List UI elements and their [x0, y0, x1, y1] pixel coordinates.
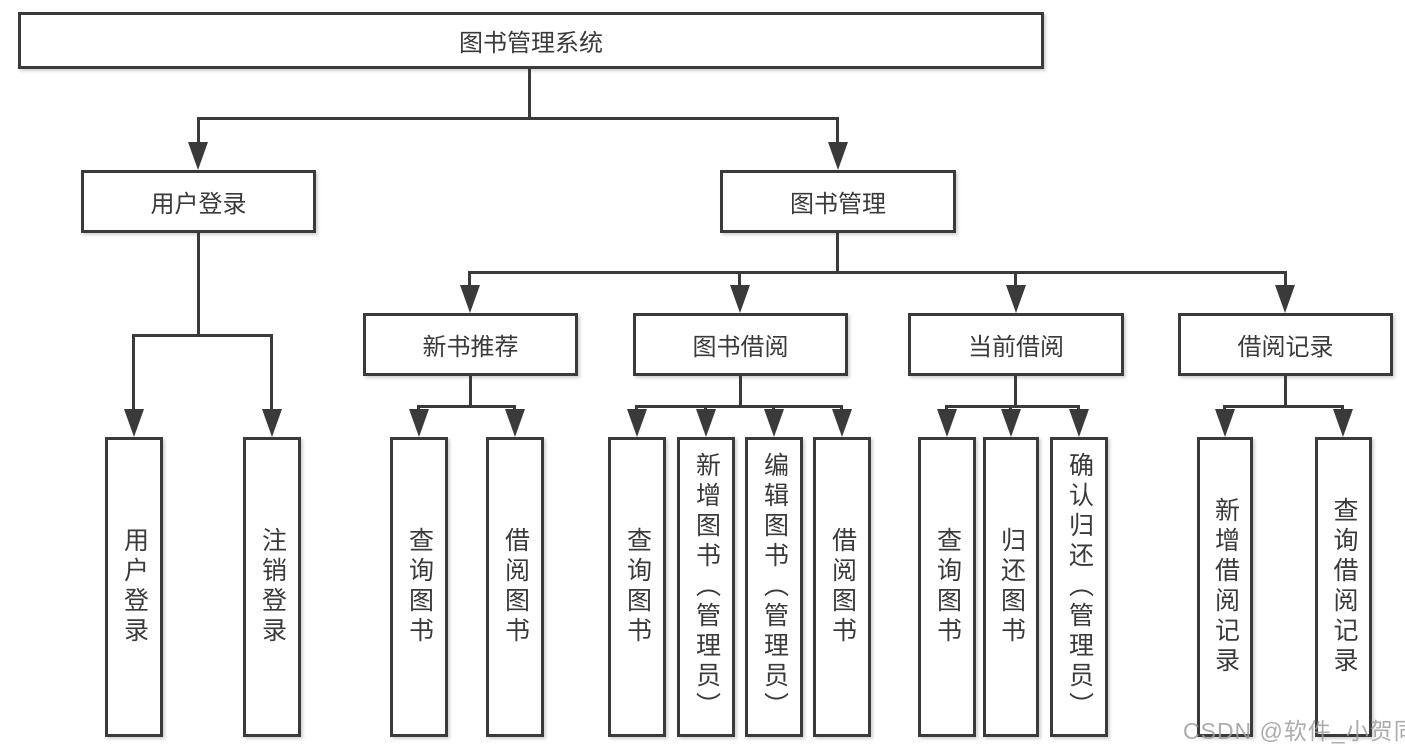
connector-line — [469, 376, 472, 408]
arrow-down-icon — [409, 409, 429, 437]
node-borrow-books-leaf: 借阅图书 — [486, 437, 544, 737]
arrow-down-icon — [262, 409, 282, 437]
connector-line — [197, 233, 200, 337]
arrow-down-icon — [460, 285, 480, 313]
node-search-borrow-record-leaf: 查询借阅记录 — [1315, 437, 1372, 737]
connector-line — [1009, 405, 1012, 409]
arrow-down-icon — [937, 409, 957, 437]
connector-line — [840, 405, 843, 409]
connector-line — [836, 233, 839, 274]
arrow-down-icon — [1215, 409, 1235, 437]
node-borrowing-records: 借阅记录 — [1178, 313, 1393, 376]
arrow-down-icon — [832, 409, 852, 437]
arrow-down-icon — [1069, 409, 1089, 437]
node-library-management-system: 图书管理系统 — [18, 12, 1044, 69]
connector-line — [1077, 405, 1080, 409]
node-current-borrowing: 当前借阅 — [908, 313, 1124, 376]
connector-line — [1284, 271, 1287, 285]
arrow-down-icon — [696, 409, 716, 437]
connector-line — [945, 405, 1080, 408]
connector-line — [132, 334, 135, 409]
node-borrow-books-leaf: 借阅图书 — [813, 437, 871, 737]
connector-line — [528, 69, 531, 120]
connector-line — [132, 334, 273, 337]
arrow-down-icon — [764, 409, 784, 437]
connector-line — [1014, 376, 1017, 408]
connector-line — [1341, 405, 1344, 409]
watermark: CSDN @软件_小贺同学 — [1183, 718, 1405, 744]
connector-line — [417, 405, 516, 408]
node-search-books-leaf: 查询图书 — [390, 437, 448, 737]
node-add-borrow-record-leaf: 新增借阅记录 — [1197, 437, 1253, 737]
node-add-books-admin-leaf: 新增图书（管理员） — [677, 437, 735, 737]
node-book-management: 图书管理 — [720, 170, 956, 233]
node-logout-leaf: 注销登录 — [243, 437, 301, 737]
connector-line — [704, 405, 707, 409]
node-book-borrowing: 图书借阅 — [633, 313, 848, 376]
arrow-down-icon — [188, 142, 208, 170]
arrow-down-icon — [1333, 409, 1353, 437]
arrow-down-icon — [828, 142, 848, 170]
arrow-down-icon — [1275, 285, 1295, 313]
arrow-down-icon — [1001, 409, 1021, 437]
connector-line — [270, 334, 273, 409]
connector-line — [417, 405, 420, 409]
connector-line — [197, 117, 839, 120]
connector-line — [738, 271, 741, 285]
node-search-books-leaf: 查询图书 — [918, 437, 976, 737]
connector-line — [1014, 271, 1017, 285]
arrow-down-icon — [627, 409, 647, 437]
connector-line — [635, 405, 638, 409]
node-return-books-leaf: 归还图书 — [983, 437, 1039, 737]
connector-line — [945, 405, 948, 409]
node-confirm-return-admin-leaf: 确认归还（管理员） — [1050, 437, 1108, 737]
connector-line — [513, 405, 516, 409]
connector-line — [739, 376, 742, 408]
connector-line — [468, 271, 471, 285]
connector-line — [1223, 405, 1344, 408]
connector-line — [772, 405, 775, 409]
connector-line — [197, 117, 200, 142]
connector-line — [635, 405, 843, 408]
connector-line — [836, 117, 839, 142]
connector-line — [1284, 376, 1287, 408]
node-edit-books-admin-leaf: 编辑图书（管理员） — [745, 437, 803, 737]
node-user-login: 用户登录 — [81, 170, 316, 233]
connector-line — [1223, 405, 1226, 409]
node-user-login-leaf: 用户登录 — [105, 437, 163, 737]
arrow-down-icon — [124, 409, 144, 437]
arrow-down-icon — [730, 285, 750, 313]
connector-line — [468, 271, 1287, 274]
node-new-book-recommendation: 新书推荐 — [363, 313, 578, 376]
node-search-books-leaf: 查询图书 — [608, 437, 666, 737]
arrow-down-icon — [505, 409, 525, 437]
arrow-down-icon — [1006, 285, 1026, 313]
